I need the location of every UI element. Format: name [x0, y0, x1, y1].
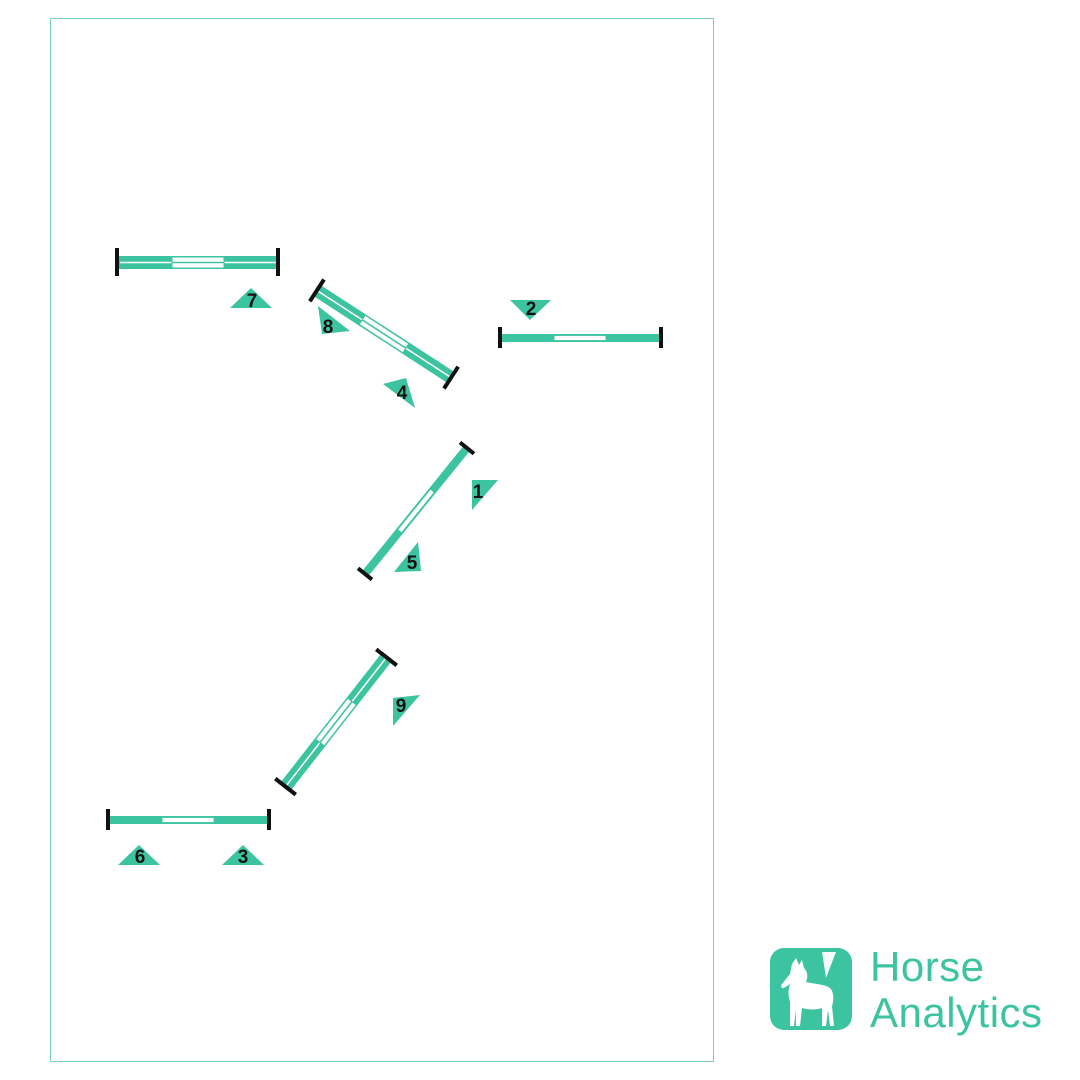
brand-logo: Horse Analytics: [770, 943, 1070, 1036]
fence-diagonal-middle: [356, 440, 476, 582]
jump-number-2: 2: [526, 299, 537, 320]
jump-number-5: 5: [407, 553, 418, 574]
jump-number-8: 8: [323, 317, 334, 338]
direction-marker-5: [394, 542, 421, 572]
direction-marker-3: [222, 845, 264, 865]
jump-number-3: 3: [238, 847, 249, 868]
direction-marker-7: [230, 288, 272, 308]
fence-bottom-left: [106, 809, 271, 830]
direction-marker-9: [393, 695, 420, 726]
direction-marker-8: [318, 306, 350, 334]
jump-number-7: 7: [247, 291, 258, 312]
fence-diagonal-upper: [308, 278, 460, 390]
brand-name-line-2: Analytics: [870, 989, 1043, 1036]
direction-marker-1: [472, 480, 498, 510]
fence-diagonal-lower: [274, 647, 398, 797]
fence-right: [498, 327, 663, 348]
horse-logo-icon: [770, 948, 852, 1030]
jump-number-1: 1: [473, 482, 484, 503]
direction-marker-6: [118, 845, 160, 865]
jump-number-4: 4: [397, 383, 408, 404]
brand-name-line-1: Horse: [870, 943, 985, 990]
jump-number-6: 6: [135, 847, 146, 868]
direction-marker-2: [510, 300, 551, 320]
direction-marker-4: [383, 378, 415, 408]
fence-top-left: [115, 248, 280, 276]
jump-number-9: 9: [396, 696, 407, 717]
arena-boundary: [50, 18, 714, 1062]
